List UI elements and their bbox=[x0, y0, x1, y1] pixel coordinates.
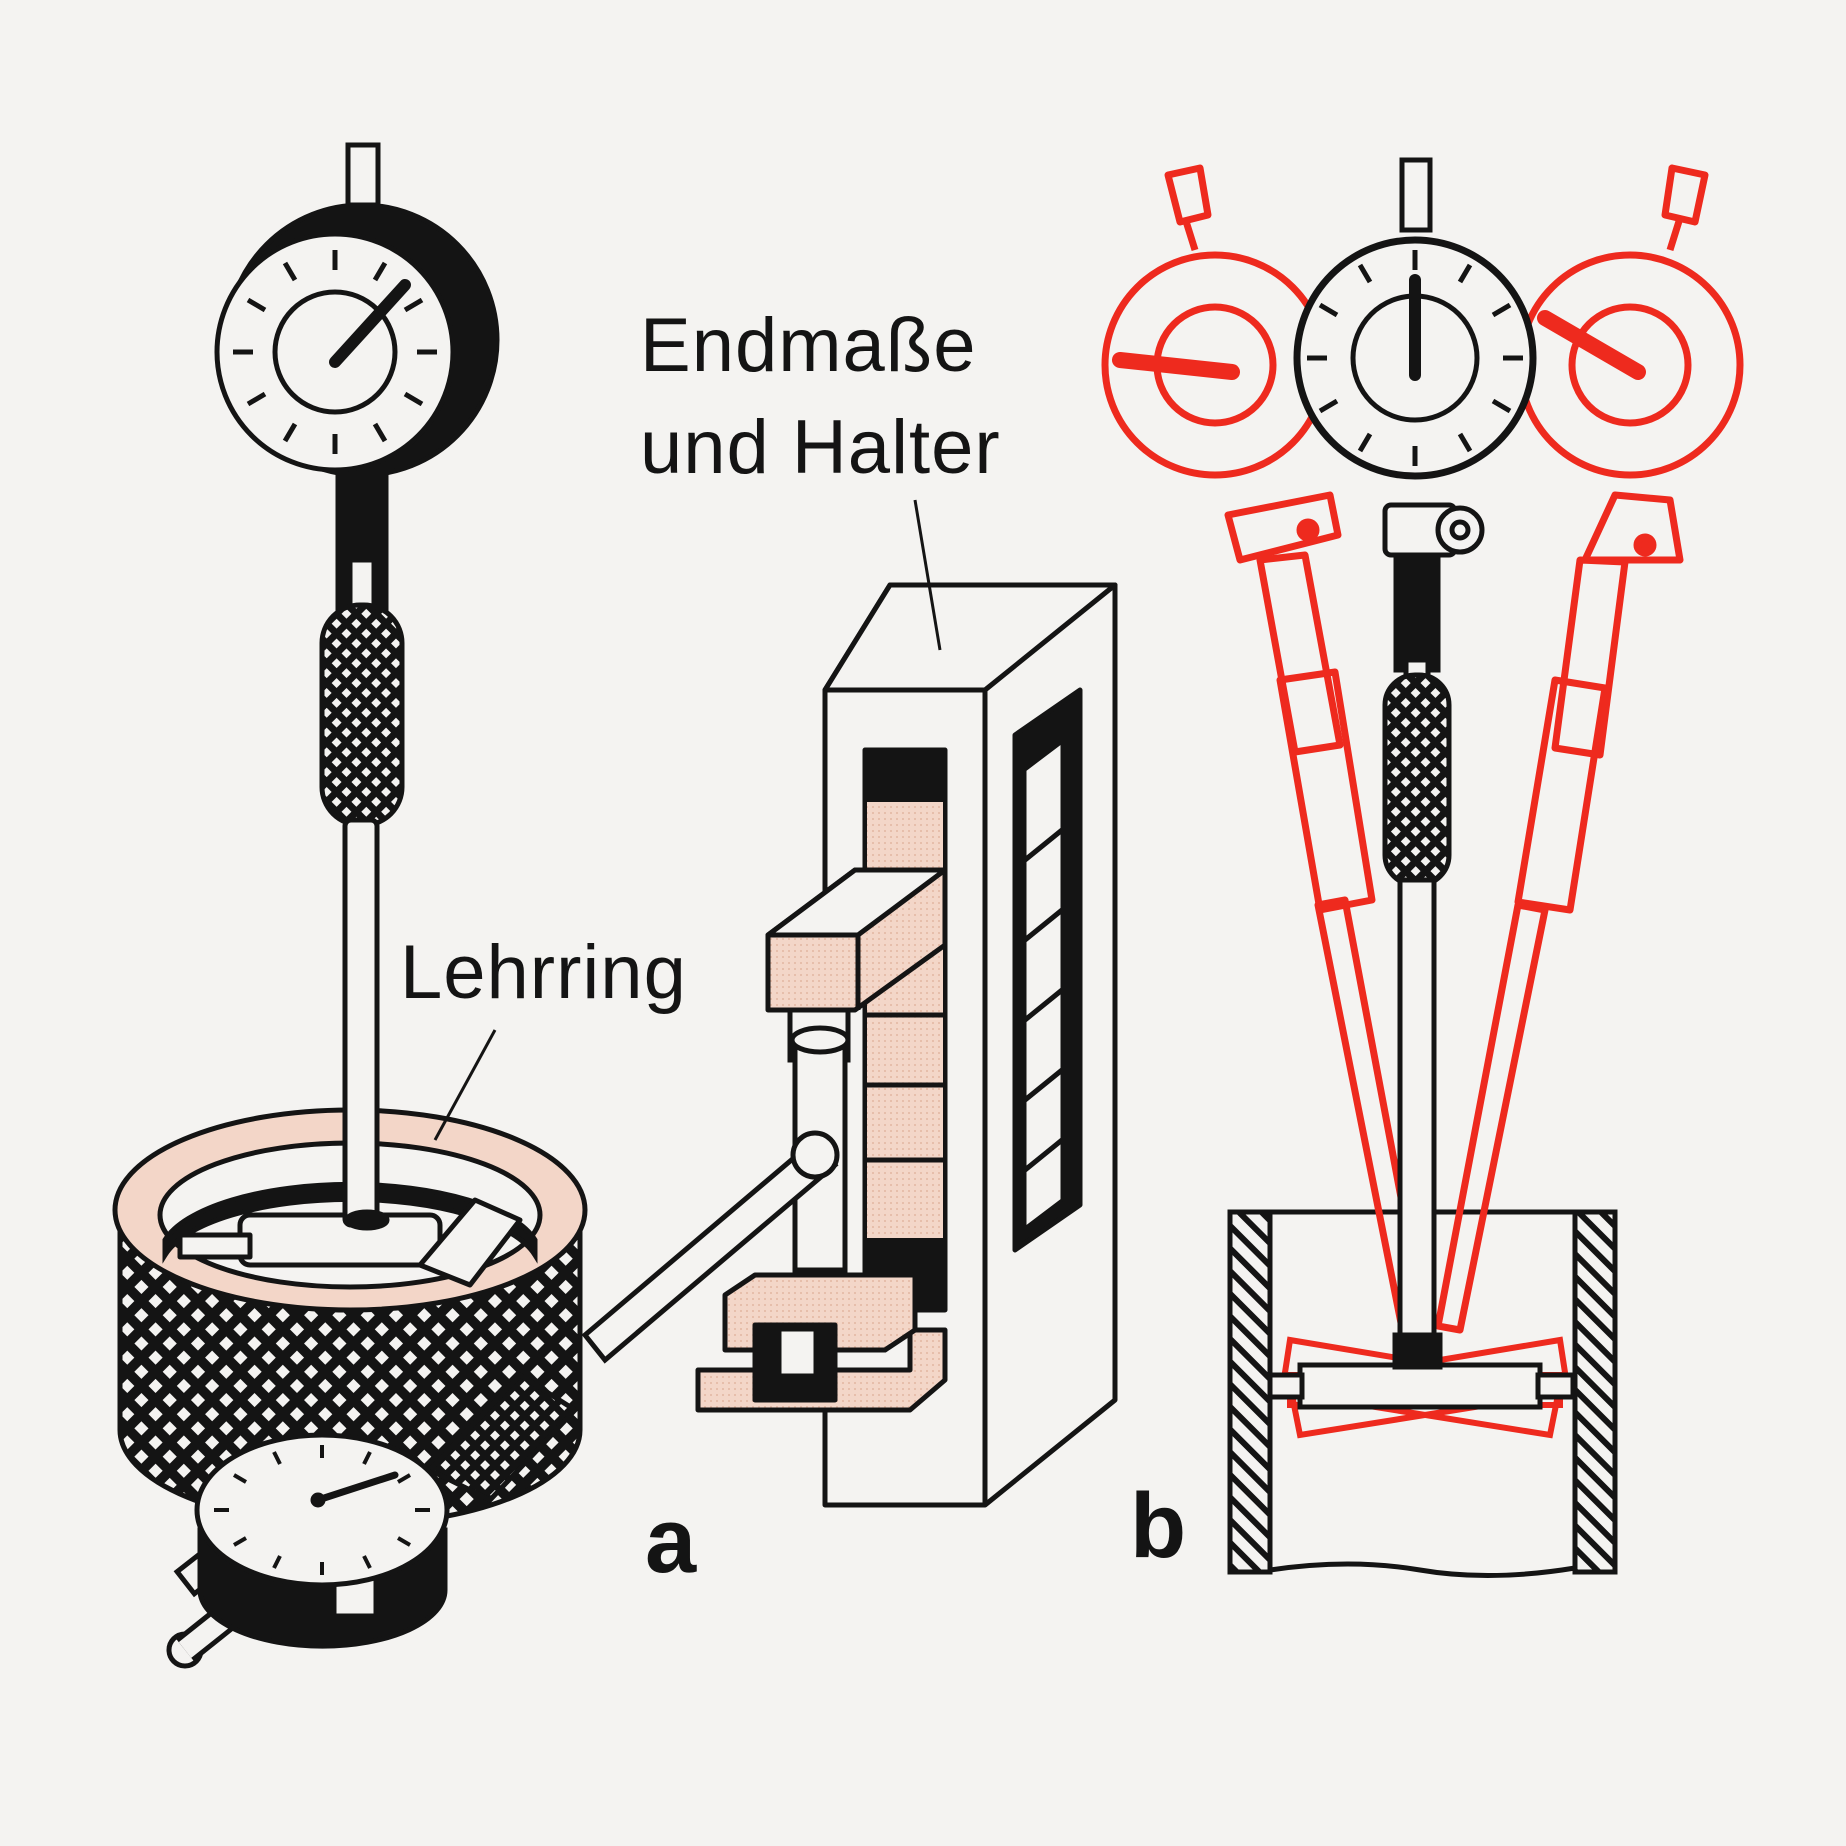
label-lehrring: Lehrring bbox=[400, 930, 687, 1015]
part-a-group bbox=[112, 142, 1118, 1669]
gauge-block-holder bbox=[822, 582, 1118, 1508]
bore-gauge-upright bbox=[1382, 157, 1485, 1343]
leader-line-lehrring bbox=[433, 1029, 497, 1141]
leader-line-endmasse bbox=[913, 499, 942, 651]
label-endmasse-line1: Endmaße bbox=[640, 303, 977, 388]
dial-bottom-a bbox=[194, 1432, 450, 1649]
part-b-group bbox=[1101, 157, 1744, 1579]
dial-top-b bbox=[1293, 236, 1537, 480]
gauge-blocks bbox=[765, 867, 948, 1013]
bore-gauge-head-a bbox=[177, 1197, 523, 1288]
bore-gauge-tilted-right bbox=[1434, 164, 1744, 1334]
dial-top-a bbox=[214, 202, 500, 478]
label-part-a: a bbox=[645, 1490, 697, 1592]
label-part-b: b bbox=[1130, 1475, 1187, 1577]
bore-gauge-vertical bbox=[319, 142, 405, 1231]
measuring-head-upright bbox=[1267, 1332, 1576, 1410]
holder-base-clamp bbox=[695, 1272, 948, 1413]
horizontal-gauge-rod bbox=[581, 1130, 840, 1364]
label-endmasse-line2: und Halter bbox=[640, 405, 1001, 490]
